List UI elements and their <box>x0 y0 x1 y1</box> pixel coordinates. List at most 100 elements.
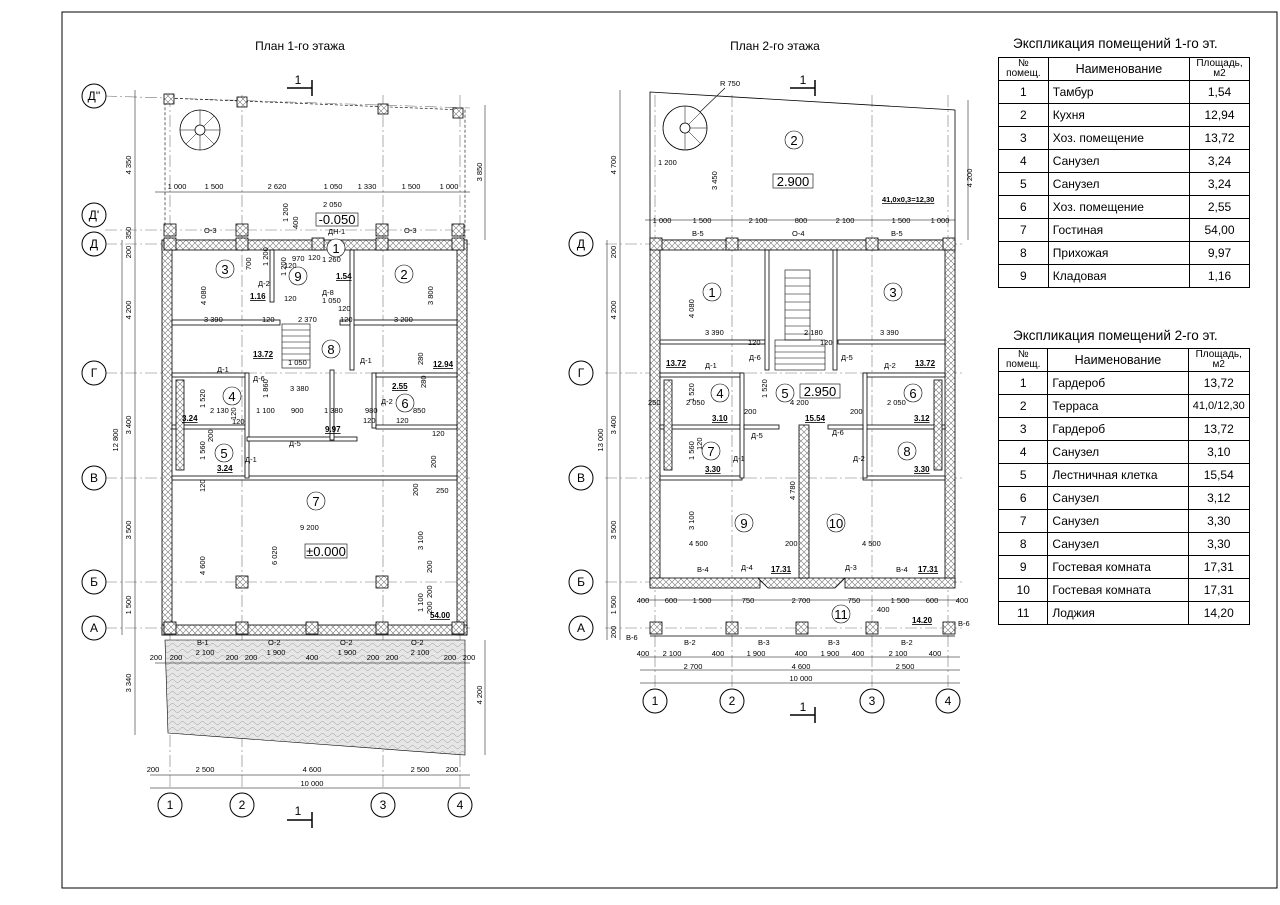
svg-text:120: 120 <box>308 253 321 262</box>
svg-text:3 380: 3 380 <box>290 384 309 393</box>
svg-text:1 050: 1 050 <box>288 358 307 367</box>
door-label: Д-1 <box>733 454 745 463</box>
svg-text:400: 400 <box>852 649 865 658</box>
svg-text:120: 120 <box>748 338 761 347</box>
section-mark-top: 1 <box>800 73 807 87</box>
plan1-axis-numbers: 1 2 3 4 <box>157 792 473 818</box>
axis-bubble: 3 <box>370 792 396 818</box>
svg-text:3 400: 3 400 <box>124 416 133 435</box>
svg-text:3 390: 3 390 <box>204 315 223 324</box>
svg-text:1 100: 1 100 <box>416 593 425 612</box>
svg-text:1 000: 1 000 <box>931 216 950 225</box>
svg-text:2 050: 2 050 <box>887 398 906 407</box>
opening-label: В-1 <box>197 638 209 647</box>
room-number: 6 <box>395 393 415 413</box>
area-label: 9.97 <box>325 425 341 434</box>
svg-text:4: 4 <box>228 389 235 404</box>
plan2-right-dims: 4 200 <box>965 169 974 188</box>
svg-text:1: 1 <box>652 694 659 708</box>
svg-text:4 200: 4 200 <box>965 169 974 188</box>
level-mark: ±0.000 <box>306 544 346 559</box>
svg-text:2 620: 2 620 <box>268 182 287 191</box>
svg-text:4: 4 <box>457 798 464 812</box>
col-header-number: № помещ. <box>998 57 1049 81</box>
svg-text:4 080: 4 080 <box>687 299 696 318</box>
plan1-left-dims: 4 350 350 200 4 200 3 400 12 800 3 500 1… <box>111 156 133 693</box>
col-header-number: № помещ. <box>997 348 1049 372</box>
svg-text:1 500: 1 500 <box>693 596 712 605</box>
svg-text:4 500: 4 500 <box>689 539 708 548</box>
svg-text:3 400: 3 400 <box>609 416 618 435</box>
area-label: 13.72 <box>253 350 274 359</box>
svg-text:3 390: 3 390 <box>880 328 899 337</box>
svg-text:1 000: 1 000 <box>168 182 187 191</box>
door-label: Д-2 <box>853 454 865 463</box>
svg-text:3: 3 <box>221 262 228 277</box>
svg-text:400: 400 <box>637 596 650 605</box>
svg-text:400: 400 <box>712 649 725 658</box>
svg-text:Д'': Д'' <box>88 89 101 103</box>
axis-bubble: А <box>81 615 107 641</box>
area-label: 12.94 <box>433 360 454 369</box>
room-number: 1 <box>702 282 722 302</box>
svg-text:1 000: 1 000 <box>440 182 459 191</box>
svg-text:1 500: 1 500 <box>891 596 910 605</box>
plan1-doors: ДН-1 Д-2 Д-8 Д-1 Д-6 Д-1 Д-2 Д-5 Д-1 <box>217 227 393 464</box>
svg-text:6 020: 6 020 <box>270 546 279 565</box>
opening-label: О-3 <box>404 226 417 235</box>
axis-bubble: 2 <box>229 792 255 818</box>
plan2-bottom-dims-3: 2 700 4 600 2 500 10 000 <box>684 662 915 683</box>
area-label: 17.31 <box>918 565 939 574</box>
door-label: Д-6 <box>253 374 265 383</box>
room-number: 4 <box>710 383 730 403</box>
axis-bubble: А <box>568 615 594 641</box>
plan2-top-dims: 1 000 1 500 2 100 800 2 100 1 500 1 000 <box>653 216 950 225</box>
svg-text:1 900: 1 900 <box>267 648 286 657</box>
svg-text:Б: Б <box>90 575 98 589</box>
plan2-title: План 2-го этажа <box>730 39 820 53</box>
svg-text:2: 2 <box>239 798 246 812</box>
col-header-name: Наименование <box>1047 348 1189 372</box>
svg-text:200: 200 <box>386 653 399 662</box>
svg-text:1 520: 1 520 <box>687 383 696 402</box>
svg-text:1 900: 1 900 <box>821 649 840 658</box>
svg-text:200: 200 <box>226 653 239 662</box>
axis-bubble: Б <box>81 569 107 595</box>
svg-text:200: 200 <box>425 560 434 573</box>
opening-label: О-2 <box>411 638 424 647</box>
axis-bubble: В <box>568 465 594 491</box>
svg-text:4 200: 4 200 <box>609 301 618 320</box>
svg-text:1 520: 1 520 <box>198 389 207 408</box>
door-label: Д-2 <box>258 279 270 288</box>
svg-text:5: 5 <box>781 386 788 401</box>
plan1-areas: 1.54 12.94 13.72 3.24 3.24 2.55 9.97 1.1… <box>182 272 454 620</box>
svg-text:600: 600 <box>665 596 678 605</box>
room-number: 6 <box>903 383 923 403</box>
level-mark: 2.950 <box>804 384 837 399</box>
room-number: 2 <box>784 130 804 150</box>
svg-text:1 200: 1 200 <box>279 257 288 276</box>
axis-bubble: 1 <box>642 688 668 714</box>
room-number: 10 <box>826 513 846 533</box>
svg-text:2 130: 2 130 <box>210 406 229 415</box>
svg-text:120: 120 <box>820 338 833 347</box>
opening-label: В-3 <box>758 638 770 647</box>
opening-label: В-4 <box>896 565 908 574</box>
svg-text:А: А <box>90 621 98 635</box>
svg-text:280: 280 <box>419 375 428 388</box>
axis-bubble: Д' <box>81 202 107 228</box>
svg-text:200: 200 <box>206 429 215 442</box>
door-label: Д-6 <box>749 353 761 362</box>
svg-text:200: 200 <box>744 407 757 416</box>
svg-text:2 100: 2 100 <box>411 648 430 657</box>
svg-text:8: 8 <box>903 444 910 459</box>
svg-text:4 200: 4 200 <box>790 398 809 407</box>
plan1-room-numbers: 1 2 3 4 5 6 7 8 9 <box>214 238 415 511</box>
area-label: 3.30 <box>914 465 930 474</box>
svg-text:3 100: 3 100 <box>687 511 696 530</box>
area-label: 1.16 <box>250 292 266 301</box>
